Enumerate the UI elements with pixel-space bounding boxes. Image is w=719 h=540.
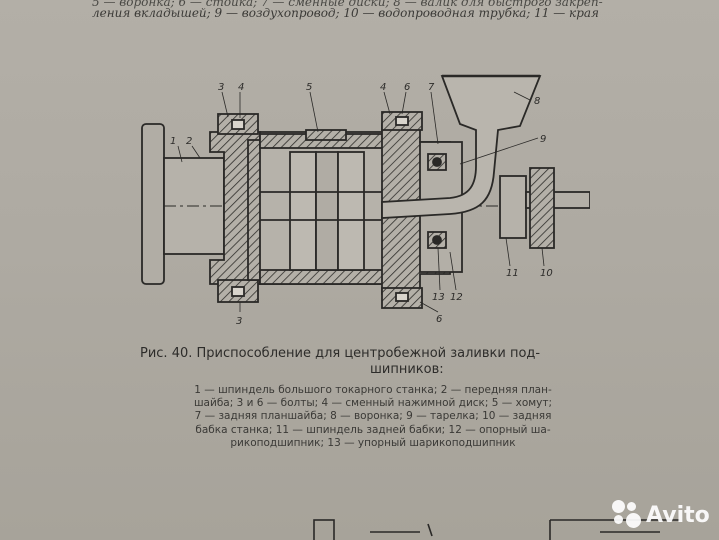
label-13: 13 xyxy=(432,292,445,303)
label-10: 10 xyxy=(540,268,553,279)
label-3-bottom: 3 xyxy=(236,316,242,327)
label-6-bottom: 6 xyxy=(436,314,442,325)
technical-drawing: 1 2 3 4 5 4 6 7 8 9 3 13 12 6 11 10 xyxy=(141,74,590,327)
label-9: 9 xyxy=(540,134,546,145)
funnel xyxy=(381,75,542,219)
page-top-text-line: 5 — воронка; 6 — стойка; 7 — сменные дис… xyxy=(92,0,603,9)
caption-line: шипников: xyxy=(370,362,444,377)
avito-logo-icon xyxy=(612,500,642,530)
legend-line: шайба; 3 и 6 — болты; 4 — сменный нажимн… xyxy=(193,397,553,410)
label-4-left: 4 xyxy=(238,82,244,93)
label-2: 2 xyxy=(186,136,192,147)
figure-caption: Рис. 40. Приспособление для центробежной… xyxy=(140,346,600,378)
tailstock-spindle xyxy=(499,175,527,239)
avito-watermark-text: Avito xyxy=(646,502,710,528)
clamp xyxy=(305,129,347,141)
caption-line: Рис. 40. Приспособление для центробежной… xyxy=(140,346,541,361)
label-1: 1 xyxy=(170,136,176,147)
page-top-text-line: ления вкладышей; 9 — воздухопровод; 10 —… xyxy=(92,6,599,20)
tailstock xyxy=(529,167,555,249)
legend-line: бабка станка; 11 — шпиндель задней бабки… xyxy=(195,423,551,436)
legend-line: рикоподшипник; 13 — упорный шарикоподшип… xyxy=(230,436,516,449)
label-11: 11 xyxy=(506,268,519,279)
legend-line: 7 — задняя планшайба; 8 — воронка; 9 — т… xyxy=(194,410,552,423)
avito-watermark: Avito xyxy=(612,500,710,530)
label-7: 7 xyxy=(428,82,435,93)
label-6-top: 6 xyxy=(404,82,410,93)
label-3-top: 3 xyxy=(218,82,224,93)
spindle-flange xyxy=(141,123,165,285)
label-12: 12 xyxy=(450,292,463,303)
label-8: 8 xyxy=(534,96,540,107)
legend-line: 1 — шпиндель большого токарного станка; … xyxy=(194,384,552,396)
label-5: 5 xyxy=(306,82,312,93)
label-4-right: 4 xyxy=(380,82,386,93)
figure-legend: 1 — шпиндель большого токарного станка; … xyxy=(138,384,608,450)
